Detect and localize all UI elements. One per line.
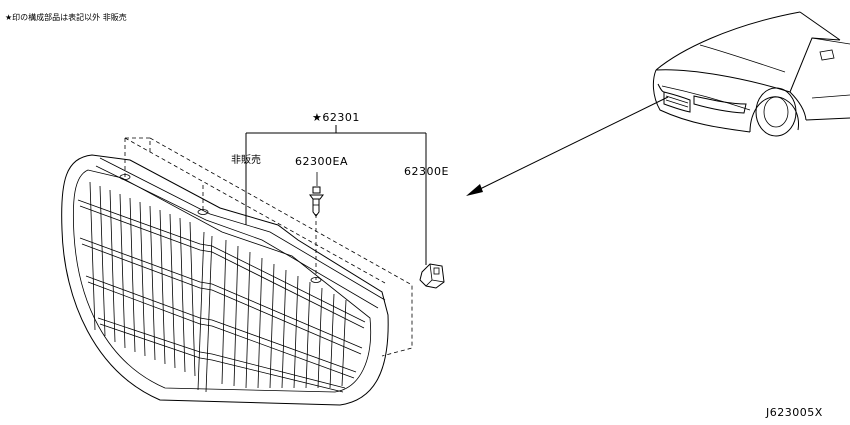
clip-part [309, 186, 324, 217]
leader-lines [245, 125, 427, 265]
label-not-sold: 非販売 [231, 153, 261, 166]
location-arrow [466, 96, 669, 196]
bracket-part [419, 263, 445, 289]
header-note: ★印の構成部品は表記以外 非販売 [5, 12, 127, 22]
diagram-code: J623005X [765, 406, 823, 419]
label-bracket: 62300E [404, 165, 449, 178]
car-illustration [652, 11, 850, 137]
label-clip: 62300EA [295, 155, 348, 168]
mounting-guides [124, 137, 413, 357]
grille [61, 154, 389, 406]
label-assembly: ★62301 [312, 111, 360, 124]
